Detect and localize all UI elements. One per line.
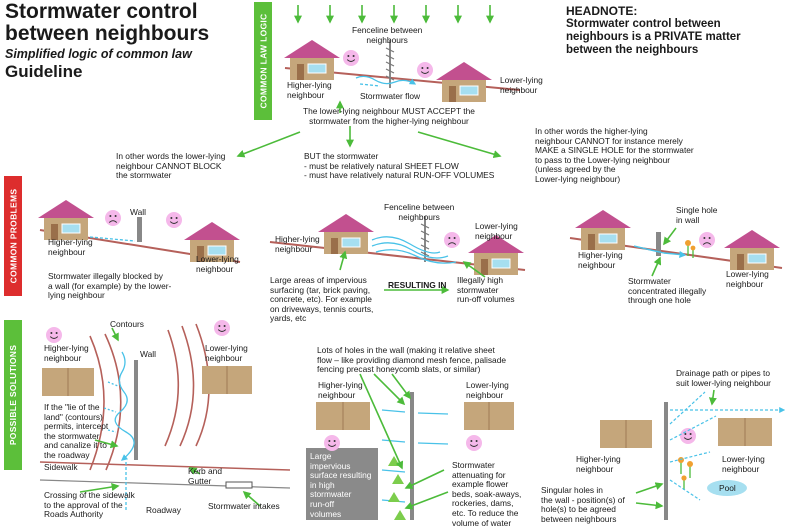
pool [707, 480, 747, 496]
sol1-sidewalk-label: Sidewalk [44, 462, 78, 472]
stormwater-intake [225, 481, 253, 489]
sol1-lie-of-land: If the "lie of the land" (contours) perm… [44, 402, 109, 460]
sol2-higher-label: Higher-lying neighbour [318, 380, 363, 400]
sol1-wall-label: Wall [140, 349, 156, 359]
prob2-resulting-label: RESULTING IN [388, 280, 447, 290]
page-title: Stormwater control between neighbours [5, 0, 210, 45]
prob3-wall [656, 232, 661, 256]
prob2-fenceline-label: Fenceline between neighbours [384, 202, 455, 222]
sol2-plot-left [316, 402, 370, 430]
section-tab-common-problems: COMMON PROBLEMS [4, 176, 22, 296]
prob1-blocked-text: Stormwater illegally blocked by a wall (… [48, 271, 172, 301]
law-flow-label: Stormwater flow [360, 91, 421, 101]
section-label-possible-solutions: POSSIBLE SOLUTIONS [8, 344, 19, 446]
sol2-wall [410, 392, 414, 520]
sol2-holes-text: Lots of holes in the wall (making it rel… [317, 345, 507, 375]
sol1-intakes-label: Stormwater intakes [208, 501, 280, 511]
fence-prob2 [420, 216, 430, 262]
sol1-plot-right [202, 366, 252, 394]
fence-law [385, 40, 395, 88]
law-but-conditions: BUT the stormwater - must be relatively … [304, 151, 495, 181]
sol1-contours-label: Contours [110, 319, 144, 329]
sol3-wall [664, 402, 668, 520]
sol1-crossing-text: Crossing of the sidewalk to the approval… [44, 490, 135, 520]
smiley-law-1 [342, 49, 360, 67]
sol2-lower-label: Lower-lying neighbour [466, 380, 509, 400]
prob1-higher-label: Higher-lying neighbour [48, 237, 93, 257]
sol3-higher-label: Higher-lying neighbour [576, 454, 621, 474]
sol1-wall [134, 360, 138, 460]
section-label-common-problems: COMMON PROBLEMS [8, 188, 19, 284]
sol2-large-impervious: Large impervious surface resulting in hi… [310, 451, 372, 519]
sol2-plot-right [464, 402, 514, 430]
law-fenceline-label: Fenceline between neighbours [352, 25, 423, 45]
prob3-lower-label: Lower-lying neighbour [726, 269, 769, 289]
sol3-plot-left [600, 420, 652, 448]
page-subtitle: Simplified logic of common law [5, 47, 192, 61]
law-lower-label: Lower-lying neighbour [500, 75, 543, 95]
law-cannot-block: In other words the lower-lying neighbour… [116, 151, 226, 181]
sol1-plot-left [42, 368, 94, 396]
section-tab-common-law: COMMON LAW LOGIC [254, 2, 272, 120]
prob1-wall [137, 217, 142, 242]
sol3-lower-label: Lower-lying neighbour [722, 454, 765, 474]
sol3-plot-right [718, 418, 772, 446]
prob2-lower-label: Lower-lying neighbour [475, 221, 518, 241]
sol3-singular-text: Singular holes in the wall - position(s)… [541, 485, 625, 524]
law-higher-label: Higher-lying neighbour [287, 80, 332, 100]
prob1-wall-label: Wall [130, 207, 146, 217]
sol1-higher-label: Higher-lying neighbour [44, 343, 89, 363]
headnote-heading: HEADNOTE: [566, 4, 638, 18]
section-tab-possible-solutions: POSSIBLE SOLUTIONS [4, 320, 22, 470]
sol3-drainage-text: Drainage path or pipes to suit lower-lyi… [676, 368, 771, 388]
prob1-lower-label: Lower-lying neighbour [196, 254, 239, 274]
prob3-concentrated-text: Stormwater concentrated illegally throug… [628, 276, 707, 306]
sol2-plants [388, 456, 406, 520]
prob2-impervious-text: Large areas of impervious surfacing (tar… [270, 275, 374, 324]
sol3-flowers [678, 457, 693, 490]
prob2-higher-label: Higher-lying neighbour [275, 234, 320, 254]
law-must-accept: The lower-lying neighbour MUST ACCEPT th… [303, 106, 475, 126]
prob3-flower [685, 240, 696, 258]
prob3-single-hole-label: Single hole in wall [676, 205, 718, 225]
headnote-body: Stormwater control between neighbours is… [566, 18, 741, 56]
house-lower-law [435, 61, 493, 103]
law-arrows [236, 100, 502, 159]
smiley-law-2 [416, 61, 434, 79]
sol1-kerb-label: Kerb and Gutter [188, 466, 222, 486]
section-label-common-law: COMMON LAW LOGIC [258, 13, 269, 109]
rain-arrows [294, 5, 494, 24]
sol3-pool-label: Pool [719, 483, 736, 493]
water-law [355, 75, 417, 87]
sol2-attenuating-text: Stormwater attenuating for example flowe… [452, 460, 522, 528]
prob3-higher-label: Higher-lying neighbour [578, 250, 623, 270]
sol1-lower-label: Lower-lying neighbour [205, 343, 248, 363]
guideline-label: Guideline [5, 62, 83, 81]
sol2-impervious-area [306, 448, 378, 520]
house-higher-law [283, 39, 341, 81]
law-cannot-hole: In other words the higher-lying neighbou… [535, 126, 694, 184]
prob2-illegal-volumes: Illegally high stormwater run-off volume… [457, 275, 515, 305]
sol1-roadway-label: Roadway [146, 505, 181, 515]
